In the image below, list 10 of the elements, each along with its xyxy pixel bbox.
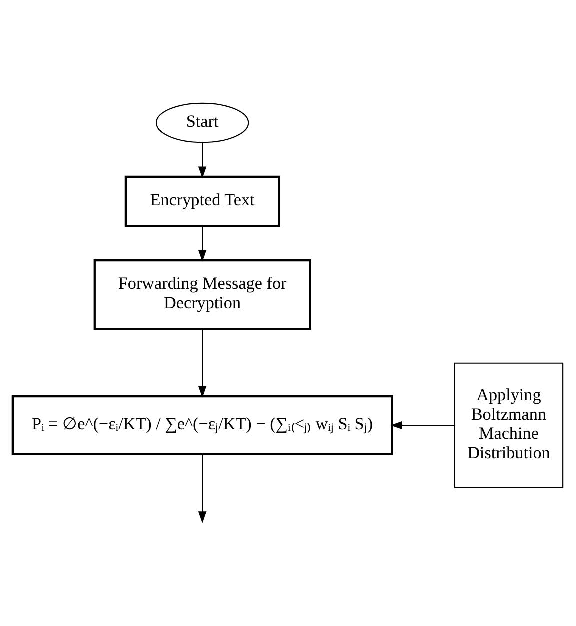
node-box: Encrypted Text <box>124 176 280 228</box>
node-box: Pᵢ = ∅e^(−εᵢ/KT) / ∑e^(−εⱼ/KT) − (∑ᵢ₍<ⱼ₎ wᵢⱼ Sᵢ Sⱼ) <box>12 396 394 456</box>
node-box: Applying Boltzmann Machine Distribution <box>454 362 564 488</box>
node-ellipse: Start <box>156 102 250 144</box>
arrow <box>390 421 455 430</box>
arrow <box>198 454 207 524</box>
arrow <box>198 329 207 398</box>
arrow <box>198 142 207 179</box>
arrow <box>198 226 207 262</box>
node-box: Forwarding Message for Decryption <box>94 259 312 330</box>
